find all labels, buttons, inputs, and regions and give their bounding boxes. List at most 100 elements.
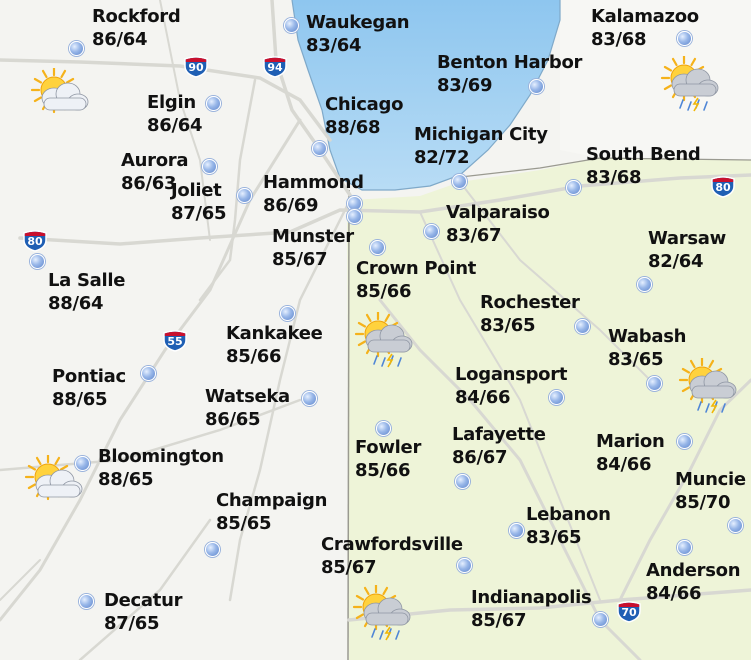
city-temp-high-low: 84/66: [455, 387, 511, 408]
city-name: Crown Point: [356, 258, 477, 279]
interstate-94-shield-icon: 94: [262, 56, 288, 78]
city-dot-icon: [141, 366, 156, 381]
city-dot-icon: [237, 188, 252, 203]
city-temp-high-low: 82/64: [648, 251, 704, 272]
city-dot-icon: [509, 523, 524, 538]
city-dot-icon: [575, 319, 590, 334]
city-name: Watseka: [205, 386, 290, 407]
city-temp-high-low: 86/63: [121, 173, 177, 194]
city-name: Wabash: [608, 326, 687, 347]
lake-michigan: [292, 0, 560, 190]
city-dot-icon: [566, 180, 581, 195]
city-dot-icon: [205, 542, 220, 557]
city-name: Chicago: [325, 94, 404, 115]
city-dot-icon: [79, 594, 94, 609]
interstate-number: 80: [27, 235, 43, 248]
city-name: Lafayette: [452, 424, 546, 445]
city-temp-high-low: 83/65: [608, 349, 664, 370]
city-name: Bloomington: [98, 446, 224, 467]
city-dot-icon: [280, 306, 295, 321]
city-temp-high-low: 83/68: [586, 167, 642, 188]
city-temp-high-low: 84/66: [596, 454, 652, 475]
city-name: Rockford: [92, 6, 181, 27]
city-temp-high-low: 86/67: [452, 447, 508, 468]
sun-cloud-rain-icon: [678, 356, 742, 418]
interstate-number: 80: [715, 181, 731, 194]
michigan-land: [560, 0, 751, 160]
city-temp-high-low: 88/64: [48, 293, 104, 314]
city-temp-high-low: 83/65: [480, 315, 536, 336]
city-temp-high-low: 85/65: [216, 513, 272, 534]
city-temp-high-low: 86/64: [147, 115, 203, 136]
interstate-number: 94: [267, 61, 283, 74]
city-name: La Salle: [48, 270, 126, 291]
sun-cloud-rain-icon: [352, 583, 416, 645]
interstate-70-shield-icon: 70: [616, 601, 642, 623]
city-name: Benton Harbor: [437, 52, 583, 73]
city-name: Lebanon: [526, 504, 611, 525]
city-temp-high-low: 85/66: [226, 346, 282, 367]
city-dot-icon: [677, 540, 692, 555]
city-name: Marion: [596, 431, 665, 452]
city-dot-icon: [529, 79, 544, 94]
city-name: Crawfordsville: [321, 534, 463, 555]
city-name: Valparaiso: [446, 202, 550, 223]
city-temp-high-low: 83/68: [591, 29, 647, 50]
city-name: South Bend: [586, 144, 701, 165]
city-temp-high-low: 85/67: [272, 249, 328, 270]
city-temp-high-low: 82/72: [414, 147, 470, 168]
interstate-number: 55: [167, 335, 183, 348]
city-name: Aurora: [121, 150, 189, 171]
sun-cloud-icon: [30, 66, 94, 128]
interstate-55-shield-icon: 55: [162, 330, 188, 352]
il-in-border: [347, 189, 350, 661]
city-name: Hammond: [263, 172, 364, 193]
city-temp-high-low: 85/67: [321, 557, 377, 578]
city-dot-icon: [677, 434, 692, 449]
city-name: Fowler: [355, 437, 422, 458]
city-dot-icon: [302, 391, 317, 406]
city-dot-icon: [206, 96, 221, 111]
city-dot-icon: [455, 474, 470, 489]
city-temp-high-low: 88/68: [325, 117, 381, 138]
city-name: Decatur: [104, 590, 183, 611]
city-dot-icon: [75, 456, 90, 471]
city-name: Waukegan: [306, 12, 410, 33]
city-temp-high-low: 88/65: [98, 469, 154, 490]
interstate-80-shield-icon: 80: [22, 230, 48, 252]
city-name: Pontiac: [52, 366, 126, 387]
sun-cloud-icon: [24, 453, 88, 515]
city-dot-icon: [457, 558, 472, 573]
city-name: Elgin: [147, 92, 196, 113]
city-dot-icon: [202, 159, 217, 174]
city-temp-high-low: 83/67: [446, 225, 502, 246]
city-dot-icon: [452, 174, 467, 189]
city-dot-icon: [370, 240, 385, 255]
city-dot-icon: [69, 41, 84, 56]
city-name: Kankakee: [226, 323, 323, 344]
city-temp-high-low: 87/65: [104, 613, 160, 634]
city-temp-high-low: 84/66: [646, 583, 702, 604]
city-dot-icon: [637, 277, 652, 292]
interstate-80-shield-icon: 80: [710, 176, 736, 198]
city-name: Logansport: [455, 364, 568, 385]
city-name: Indianapolis: [471, 587, 592, 608]
city-name: Munster: [272, 226, 354, 247]
interstate-number: 70: [621, 606, 637, 619]
city-dot-icon: [376, 421, 391, 436]
city-temp-high-low: 87/65: [171, 203, 227, 224]
city-temp-high-low: 83/69: [437, 75, 493, 96]
city-name: Warsaw: [648, 228, 726, 249]
city-dot-icon: [677, 31, 692, 46]
city-temp-high-low: 85/66: [355, 460, 411, 481]
city-temp-high-low: 85/67: [471, 610, 527, 631]
sun-cloud-rain-icon: [354, 310, 418, 372]
city-dot-icon: [728, 518, 743, 533]
interstate-90-shield-icon: 90: [183, 56, 209, 78]
city-name: Kalamazoo: [591, 6, 699, 27]
city-temp-high-low: 86/69: [263, 195, 319, 216]
city-dot-icon: [30, 254, 45, 269]
city-dot-icon: [593, 612, 608, 627]
